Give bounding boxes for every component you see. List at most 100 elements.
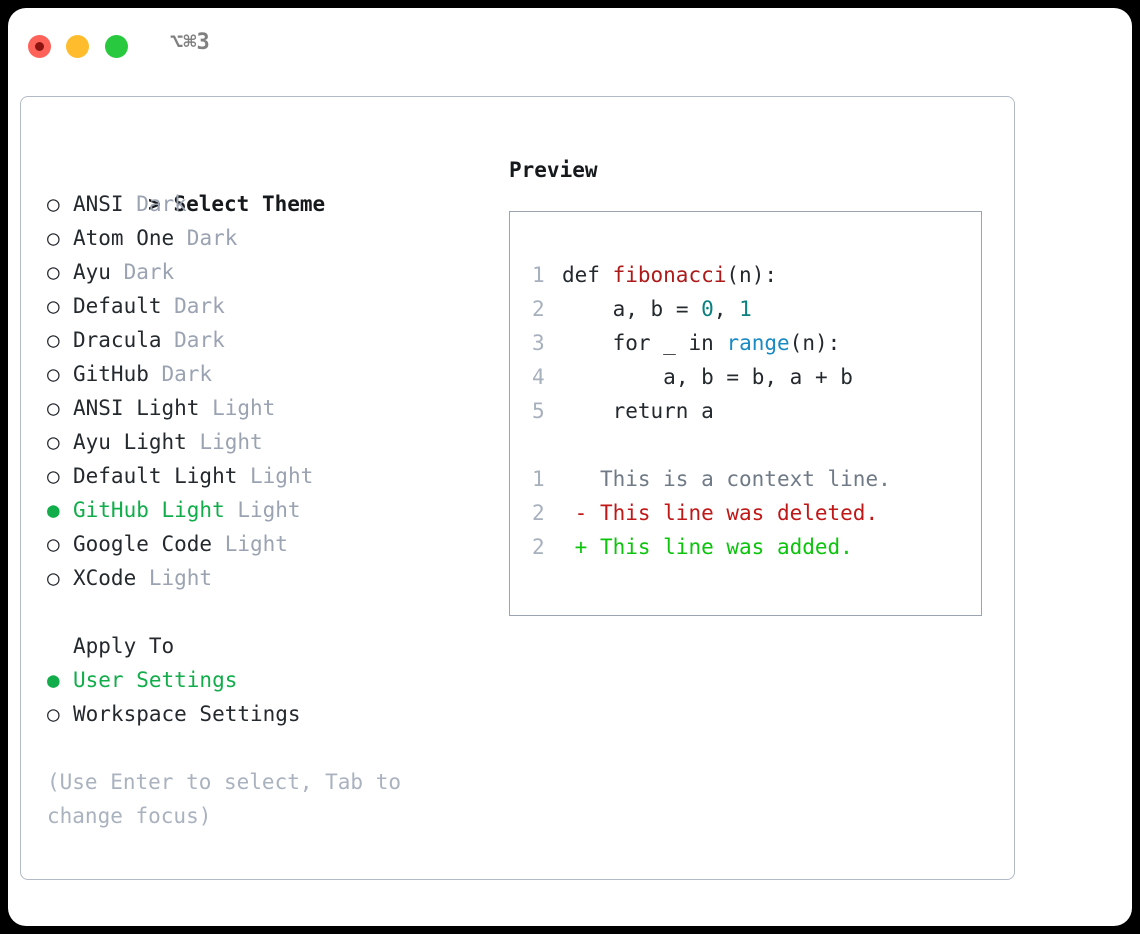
apply-to-option[interactable]: ○ Workspace Settings xyxy=(47,697,487,731)
radio-unselected-icon: ○ xyxy=(47,566,60,590)
theme-variant-tag: Dark xyxy=(174,226,238,250)
diff-line: 1 This is a context line. xyxy=(510,462,981,496)
app-window: ⌥⌘3 > Select Theme ○ANSI Dark○Atom One D… xyxy=(8,8,1132,926)
diff-sign xyxy=(562,467,600,491)
code-line-number: 3 xyxy=(532,331,545,355)
radio-unselected-icon: ○ xyxy=(47,702,60,726)
theme-variant-tag: Light xyxy=(186,430,263,454)
theme-variant-tag: Dark xyxy=(110,260,175,284)
keyboard-hint-text: (Use Enter to select, Tab to change focu… xyxy=(47,770,414,828)
close-dot[interactable] xyxy=(28,35,51,58)
theme-list-item[interactable]: ○ ANSI Dark xyxy=(47,187,487,221)
code-line: 1 def fibonacci(n): xyxy=(510,258,981,292)
code-token-plain xyxy=(562,331,613,355)
code-diff-gap xyxy=(510,428,981,462)
theme-name: GitHub Light xyxy=(73,498,225,522)
diff-line: 2 + This line was added. xyxy=(510,530,981,564)
radio-unselected-icon: ○ xyxy=(47,464,60,488)
code-token-plain: b xyxy=(701,365,714,389)
code-token-plain xyxy=(600,263,613,287)
code-line-number: 4 xyxy=(532,365,545,389)
code-token-plain: b xyxy=(650,297,664,321)
theme-name: Atom One xyxy=(73,226,175,250)
diff-sign: + xyxy=(562,535,600,559)
theme-list-item[interactable]: ●GitHub Light Light xyxy=(47,493,487,527)
theme-variant-tag: Light xyxy=(136,566,213,590)
theme-name: Default Light xyxy=(73,464,238,488)
theme-name: Dracula xyxy=(73,328,162,352)
code-token-plain xyxy=(562,399,613,423)
code-token-plain: ( xyxy=(789,331,803,355)
code-line-number: 2 xyxy=(532,297,545,321)
code-token-keyword: def xyxy=(562,263,600,287)
theme-variant-tag: Dark xyxy=(148,362,213,386)
code-token-plain: a xyxy=(701,399,714,423)
diff-line-number: 2 xyxy=(532,501,545,525)
code-token-plain: ( xyxy=(726,263,740,287)
code-token-plain xyxy=(676,331,689,355)
maximize-dot[interactable] xyxy=(105,35,128,58)
theme-name: Ayu xyxy=(73,260,111,284)
code-token-plain: ): xyxy=(751,263,777,287)
diff-sign: - xyxy=(562,501,600,525)
radio-unselected-icon: ○ xyxy=(47,362,60,386)
theme-list-item[interactable]: ○Ayu Light Light xyxy=(47,425,487,459)
theme-list-item[interactable]: ○ Atom One Dark xyxy=(47,221,487,255)
code-token-number: 1 xyxy=(739,297,752,321)
code-line: 5 return a xyxy=(510,394,981,428)
code-token-plain: n xyxy=(739,263,752,287)
theme-variant-tag: Dark xyxy=(123,192,187,216)
code-token-plain: + xyxy=(802,365,841,389)
theme-selector-column: > Select Theme ○ANSI Dark○Atom One Dark○… xyxy=(47,153,487,833)
theme-list-item[interactable]: ○Default Dark xyxy=(47,289,487,323)
theme-list-item[interactable]: ○Dracula Dark xyxy=(47,323,487,357)
theme-list: ○ANSI Dark○Atom One Dark○Ayu Dark○Defaul… xyxy=(47,187,487,595)
radio-selected-icon: ● xyxy=(47,498,60,522)
radio-unselected-icon: ○ xyxy=(47,226,60,250)
select-theme-header-label: > Select Theme xyxy=(148,192,326,216)
code-token-plain: , xyxy=(764,365,790,389)
radio-unselected-icon: ○ xyxy=(47,396,60,420)
code-token-keyword: return xyxy=(612,399,689,423)
code-token-plain xyxy=(714,331,727,355)
theme-list-item[interactable]: ○Google Code Light xyxy=(47,527,487,561)
minimize-dot[interactable] xyxy=(66,35,89,58)
code-token-function: fibonacci xyxy=(612,263,727,287)
theme-list-item[interactable]: ○ Default Light Light xyxy=(47,459,487,493)
theme-name: Google Code xyxy=(73,532,213,556)
code-line: 3 for _ in range(n): xyxy=(510,326,981,360)
theme-list-item[interactable]: ○Ayu Dark xyxy=(47,255,487,289)
code-token-plain: = xyxy=(713,365,752,389)
code-line-number: 1 xyxy=(532,263,545,287)
theme-name: ANSI xyxy=(73,192,124,216)
theme-list-item[interactable]: ○ GitHub Dark xyxy=(47,357,487,391)
diff-line-number: 2 xyxy=(532,535,545,559)
code-token-keyword: for xyxy=(612,331,651,355)
apply-to-option[interactable]: ●User Settings xyxy=(47,663,487,697)
code-token-plain xyxy=(651,331,664,355)
code-token-keyword: in xyxy=(688,331,714,355)
radio-selected-icon: ● xyxy=(47,668,60,692)
theme-name: Default xyxy=(73,294,162,318)
apply-to-label: Workspace Settings xyxy=(73,702,301,726)
diff-text: This is a context line. xyxy=(599,467,891,491)
code-token-plain: a xyxy=(612,297,626,321)
code-token-plain: a xyxy=(663,365,676,389)
code-line: 4 a, b = b, a + b xyxy=(510,360,981,394)
radio-unselected-icon: ○ xyxy=(47,328,60,352)
theme-list-item[interactable]: ○XCode Light xyxy=(47,561,487,595)
diff-line-number: 1 xyxy=(532,467,545,491)
diff-sample: 1 This is a context line.2 - This line w… xyxy=(510,462,981,564)
theme-list-item[interactable]: ○ANSI Light Light xyxy=(47,391,487,425)
code-line-number: 5 xyxy=(532,399,545,423)
code-token-plain: , xyxy=(625,297,651,321)
theme-variant-tag: Light xyxy=(237,464,314,488)
code-token-plain: , xyxy=(713,297,740,321)
code-token-plain: = xyxy=(663,297,702,321)
radio-unselected-icon: ○ xyxy=(47,192,60,216)
code-token-plain xyxy=(562,297,613,321)
theme-name: GitHub xyxy=(73,362,149,386)
